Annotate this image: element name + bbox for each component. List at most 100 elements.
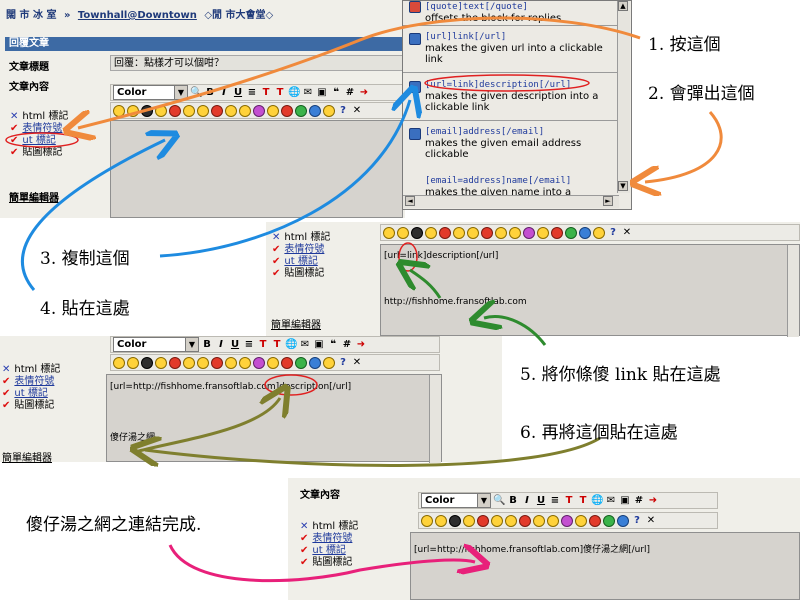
emoticons-link[interactable]: 表情符號 xyxy=(284,244,325,255)
image-button[interactable]: ▣ xyxy=(620,495,630,506)
devil-smiley-icon[interactable] xyxy=(211,356,223,369)
simple-editor-link[interactable]: 簡單編輯器 xyxy=(271,320,321,331)
vertical-scrollbar[interactable] xyxy=(787,245,799,337)
font-size-up-button[interactable]: T xyxy=(259,339,267,350)
help-item-code-url-description[interactable]: [url=link]description[/url] xyxy=(425,80,572,90)
emoticons-link[interactable]: 表情符號 xyxy=(14,376,55,387)
close-icon[interactable]: ✕ xyxy=(622,227,632,238)
smiley-icon[interactable] xyxy=(267,356,279,369)
smiley-icon[interactable] xyxy=(239,104,251,117)
help-item-url-description[interactable]: [url=link]description[/url] makes the gi… xyxy=(425,79,611,113)
devil-smiley-icon[interactable] xyxy=(211,104,223,117)
smiley-icon[interactable] xyxy=(505,514,517,527)
cool-smiley-icon[interactable] xyxy=(141,104,153,117)
url-button[interactable]: 🌐 xyxy=(285,339,298,350)
sad-smiley-icon[interactable] xyxy=(309,356,321,369)
green-smiley-icon[interactable] xyxy=(603,514,615,527)
smiley-icon[interactable] xyxy=(593,226,605,239)
simple-editor-link[interactable]: 簡單編輯器 xyxy=(9,193,59,204)
ut-tags-link[interactable]: ut 標記 xyxy=(22,135,56,146)
content-textarea[interactable] xyxy=(110,120,403,218)
find-icon[interactable]: 🔍 xyxy=(493,495,506,506)
smiley-icon[interactable] xyxy=(127,356,139,369)
breadcrumb-item-forum[interactable]: 闊 市 冰 室 xyxy=(6,10,57,21)
sick-smiley-icon[interactable] xyxy=(253,104,265,117)
smiley-icon[interactable] xyxy=(183,104,195,117)
italic-button[interactable]: I xyxy=(525,495,529,506)
scroll-down-icon[interactable]: ▼ xyxy=(618,181,628,191)
mad-smiley-icon[interactable] xyxy=(281,356,293,369)
smiley-icon[interactable] xyxy=(509,226,521,239)
font-size-down-button[interactable]: T xyxy=(276,87,284,98)
smiley-icon[interactable] xyxy=(183,356,195,369)
smiley-icon[interactable] xyxy=(435,514,447,527)
smiley-icon[interactable] xyxy=(383,226,395,239)
email-button[interactable]: ✉ xyxy=(300,339,310,350)
align-center-button[interactable]: ≡ xyxy=(247,87,257,98)
insert-button[interactable]: ➜ xyxy=(648,495,658,506)
quote-button[interactable]: ❝ xyxy=(333,87,339,98)
smiley-icon[interactable] xyxy=(197,356,209,369)
bold-button[interactable]: B xyxy=(203,339,211,350)
code-button[interactable]: # xyxy=(345,87,355,98)
color-select[interactable]: Color ▼ xyxy=(113,85,188,100)
help-icon[interactable]: ? xyxy=(340,357,346,368)
smiley-icon[interactable] xyxy=(495,226,507,239)
simple-editor-link[interactable]: 簡單編輯器 xyxy=(2,453,52,464)
horizontal-scrollbar[interactable]: ◄ ► xyxy=(403,195,619,208)
subject-field[interactable]: 回覆：點樣才可以個咁？ xyxy=(110,55,403,71)
help-icon[interactable]: ? xyxy=(610,227,616,238)
devil-smiley-icon[interactable] xyxy=(481,226,493,239)
smiley-icon[interactable] xyxy=(397,226,409,239)
angry-smiley-icon[interactable] xyxy=(169,356,181,369)
mad-smiley-icon[interactable] xyxy=(589,514,601,527)
emoticons-link[interactable]: 表情符號 xyxy=(22,123,63,134)
sick-smiley-icon[interactable] xyxy=(523,226,535,239)
mad-smiley-icon[interactable] xyxy=(551,226,563,239)
underline-button[interactable]: U xyxy=(536,495,546,506)
scroll-up-icon[interactable]: ▲ xyxy=(618,1,628,11)
smiley-icon[interactable] xyxy=(197,104,209,117)
smiley-icon[interactable] xyxy=(425,226,437,239)
smiley-icon[interactable] xyxy=(225,356,237,369)
insert-button[interactable]: ➜ xyxy=(359,87,369,98)
ut-tags-link[interactable]: ut 標記 xyxy=(14,388,48,399)
help-icon[interactable]: ? xyxy=(634,515,640,526)
color-select[interactable]: Color ▼ xyxy=(421,493,491,508)
scroll-right-icon[interactable]: ► xyxy=(603,196,613,206)
content-textarea[interactable]: [url=http://fishhome.fransoftlab.com]des… xyxy=(106,374,442,463)
breadcrumb-item-board[interactable]: ◇閒 市大會堂◇ xyxy=(204,10,274,21)
sad-smiley-icon[interactable] xyxy=(617,514,629,527)
bold-button[interactable]: B xyxy=(206,87,214,98)
font-size-up-button[interactable]: T xyxy=(262,87,270,98)
smiley-icon[interactable] xyxy=(463,514,475,527)
vertical-scrollbar[interactable] xyxy=(429,375,441,463)
smiley-icon[interactable] xyxy=(127,104,139,117)
font-size-up-button[interactable]: T xyxy=(565,495,573,506)
image-button[interactable]: ▣ xyxy=(317,87,327,98)
close-icon[interactable]: ✕ xyxy=(352,105,362,116)
smiley-icon[interactable] xyxy=(467,226,479,239)
smiley-icon[interactable] xyxy=(547,514,559,527)
smiley-icon[interactable] xyxy=(421,514,433,527)
smiley-icon[interactable] xyxy=(533,514,545,527)
image-button[interactable]: ▣ xyxy=(314,339,324,350)
emoticons-link[interactable]: 表情符號 xyxy=(312,533,353,544)
cool-smiley-icon[interactable] xyxy=(141,356,153,369)
green-smiley-icon[interactable] xyxy=(565,226,577,239)
devil-smiley-icon[interactable] xyxy=(519,514,531,527)
smiley-icon[interactable] xyxy=(537,226,549,239)
email-button[interactable]: ✉ xyxy=(303,87,313,98)
smiley-icon[interactable] xyxy=(155,104,167,117)
code-button[interactable]: # xyxy=(342,339,352,350)
sad-smiley-icon[interactable] xyxy=(309,104,321,117)
insert-button[interactable]: ➜ xyxy=(356,339,366,350)
smiley-icon[interactable] xyxy=(491,514,503,527)
sad-smiley-icon[interactable] xyxy=(579,226,591,239)
url-button[interactable]: 🌐 xyxy=(591,495,604,506)
smiley-icon[interactable] xyxy=(575,514,587,527)
help-icon[interactable]: ? xyxy=(340,105,346,116)
close-icon[interactable]: ✕ xyxy=(352,357,362,368)
align-center-button[interactable]: ≡ xyxy=(244,339,254,350)
vertical-scrollbar[interactable]: ▲ ▼ xyxy=(617,1,630,193)
